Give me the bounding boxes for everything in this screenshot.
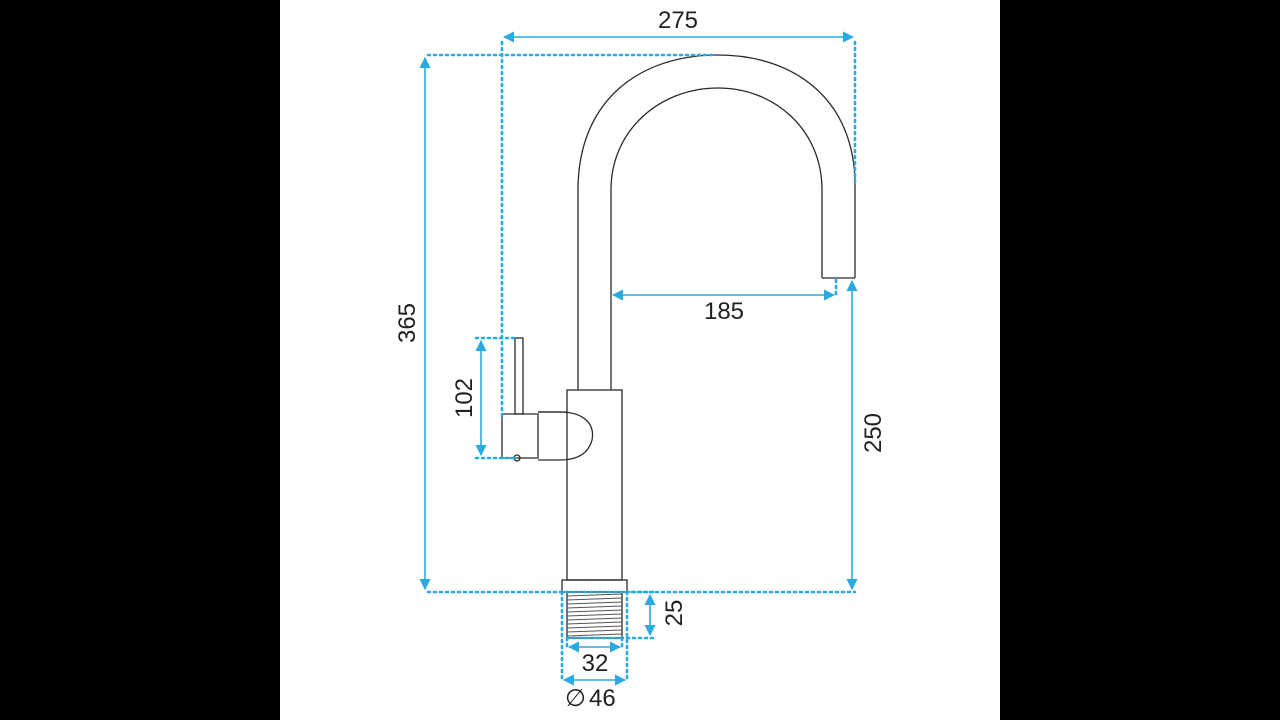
threaded-connector [566, 591, 623, 639]
label-total-width: 275 [658, 7, 698, 34]
right-black-bar [1000, 0, 1280, 720]
spout-outer [577, 54, 856, 390]
label-handle-height: 102 [451, 378, 478, 418]
label-thread-length: 25 [661, 600, 688, 627]
faucet-outline [501, 54, 856, 639]
label-spout-height: 250 [860, 413, 887, 453]
reference-lines [426, 40, 857, 684]
label-base-diameter: 46 [589, 685, 616, 712]
spout-inner [610, 87, 823, 390]
label-spout-reach: 185 [704, 298, 744, 325]
dimension-labels: 275 185 365 102 250 25 32 ∅ 46 [394, 7, 887, 712]
drawing-sheet [280, 0, 1000, 720]
label-total-height: 365 [394, 303, 421, 343]
label-thread-diameter: 32 [582, 650, 609, 677]
lever-handle [501, 337, 594, 462]
left-black-bar [0, 0, 280, 720]
diameter-symbol: ∅ [565, 685, 586, 712]
dimension-lines [419, 31, 858, 686]
